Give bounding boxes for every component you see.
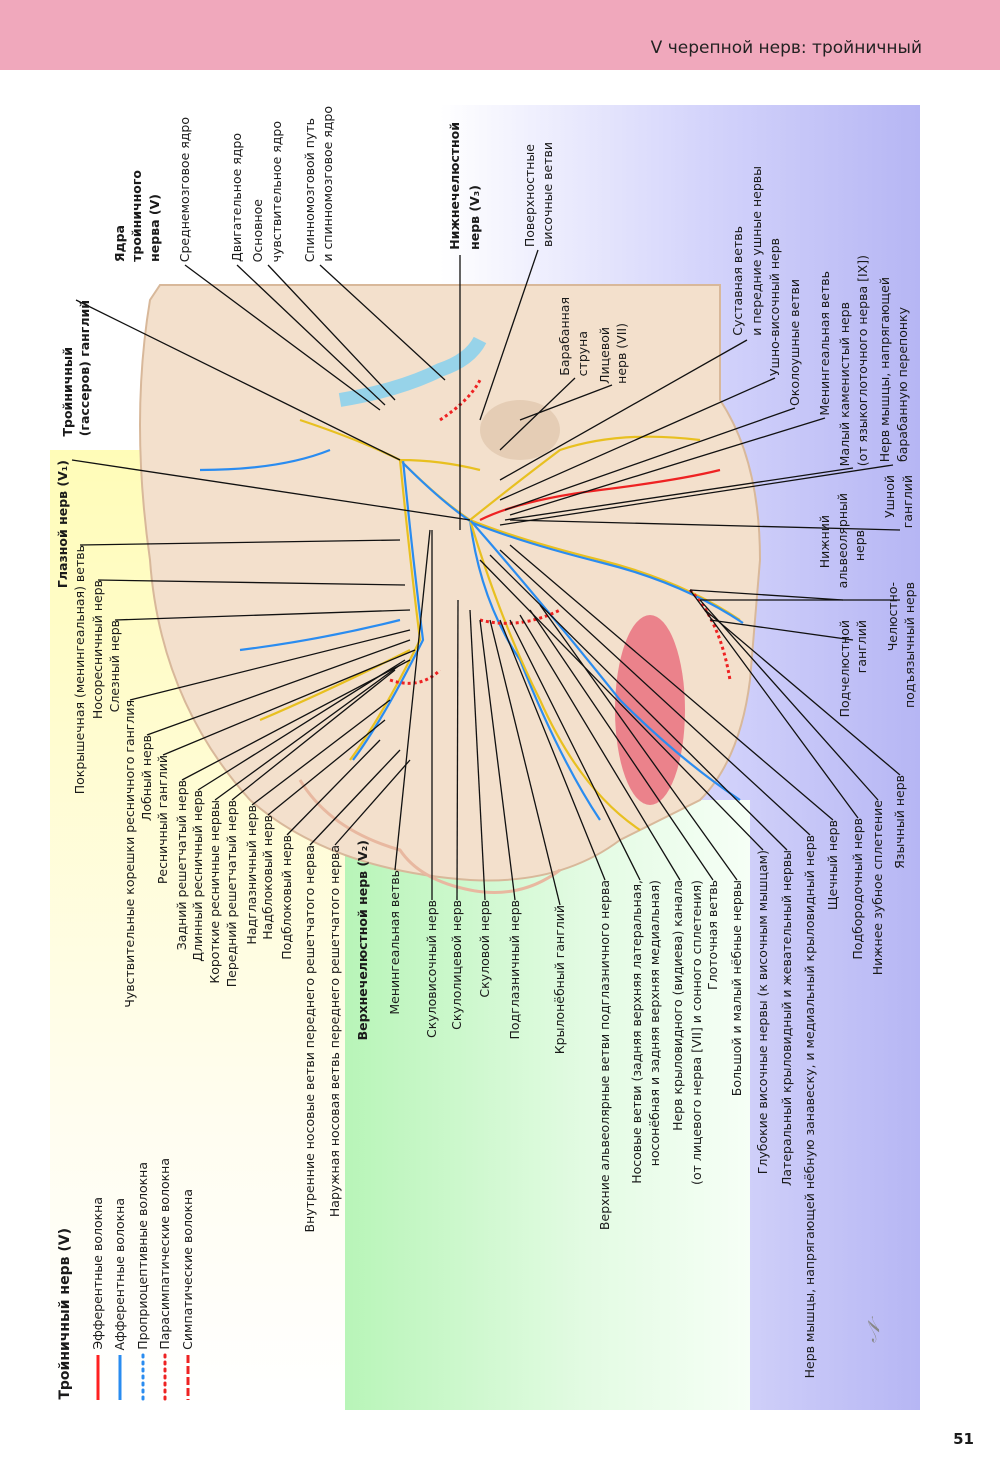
label: альвеолярный [835, 493, 850, 589]
label: Спинномозговой путь [302, 117, 317, 262]
mandibular-label: Нерв мышцы, напрягающей нёбную занавеску… [802, 835, 817, 1379]
maxillary-label: носонёбная и задняя верхняя медиальная) [647, 880, 662, 1167]
ganglion-title: (гассеров) ганглий [77, 299, 92, 436]
label: Ушной [882, 475, 897, 518]
label: Малый каменистый нерв [837, 301, 852, 466]
nuclei-title: нерва (V) [147, 194, 162, 262]
maxillary-title: Верхнечелюстной нерв (V₂) [355, 840, 370, 1041]
label: Челюстно- [885, 582, 900, 652]
ophthalmic-label: Чувствительные корешки ресничного гангли… [122, 700, 137, 1008]
label: Поверхностные [522, 143, 537, 247]
maxillary-label: Нерв крыловидного (видиева) канала [670, 880, 685, 1131]
maxillary-label: Носовые ветви (задняя верхняя латеральна… [629, 880, 644, 1184]
tongue [615, 615, 685, 805]
maxillary-label: Верхние альвеолярные ветви подглазничног… [597, 880, 612, 1231]
label: Основное [250, 198, 265, 262]
legend-item: Проприоцептивные волокна [135, 1162, 150, 1350]
label: и спинномозговое ядро [320, 106, 335, 262]
label: чувствительное ядро [269, 120, 284, 262]
maxillary-label: Большой и малый нёбные нервы [729, 880, 744, 1097]
maxillary-label: Скуловисочный нерв [424, 900, 439, 1039]
maxillary-label: Крылонёбный ганглий [552, 905, 567, 1055]
label: ганглий [900, 475, 915, 529]
ophthalmic-label: Длинный ресничный нерв [190, 790, 205, 962]
ophthalmic-title: Глазной нерв (V₁) [55, 460, 70, 589]
label: барабанную перепонку [895, 307, 910, 462]
mandibular-title: нерв (V₃) [467, 185, 482, 250]
legend-swatches [96, 1353, 190, 1402]
skull-shape [139, 284, 762, 882]
ophthalmic-label: Короткие ресничные нервы [207, 800, 222, 984]
label: Подчелюстной [837, 620, 852, 718]
label: Околоушные ветви [787, 278, 802, 406]
label: нерв [852, 530, 867, 562]
nuclei-title: тройничного [129, 170, 144, 262]
mandibular-title: Нижнечелюстной [447, 122, 462, 250]
legend-item: Парасимпатические волокна [157, 1158, 172, 1350]
ophthalmic-label: Внутренние носовые ветви переднего решет… [302, 845, 317, 1233]
label: Нижний [817, 515, 832, 569]
ophthalmic-label: Носоресничный нерв [90, 580, 105, 720]
label: струна [575, 330, 590, 376]
ophthalmic-label: Передний решетчатый нерв [224, 800, 239, 988]
label: Лицевой [597, 327, 612, 384]
label: (от языкоглоточного нерва [IX]) [855, 254, 870, 466]
ophthalmic-label: Наружная носовая ветвь переднего решетча… [327, 845, 342, 1218]
label: нерв (VII) [614, 323, 629, 384]
leader-lines [71, 249, 901, 906]
maxillary-label: Скуловой нерв [477, 900, 492, 998]
maxillary-region-background [345, 800, 750, 1410]
page-title: V черепной нерв: тройничный [650, 38, 922, 58]
page-number: 51 [953, 1430, 974, 1448]
label: Двигательное ядро [229, 132, 244, 262]
ophthalmic-label: Подблоковый нерв [279, 835, 294, 960]
legend-title: Тройничный нерв (V) [57, 1228, 73, 1400]
legend-item: Эфферентные волокна [90, 1197, 105, 1350]
label: Менингеальная ветвь [817, 271, 832, 416]
mandibular-label: Глубокие височные нервы (к височным мышц… [755, 850, 770, 1175]
mandibular-label: Нижнее зубное сплетение [870, 800, 885, 976]
label: височные ветви [540, 142, 555, 247]
maxillary-label: Менингеальная ветвь [387, 870, 402, 1015]
mandibular-label: Латеральный крыловидный и жевательный не… [779, 850, 794, 1186]
ophthalmic-label: Надблоковый нерв [260, 815, 275, 940]
maxillary-label: Глоточная ветвь [705, 880, 720, 990]
legend-item: Афферентные волокна [112, 1197, 127, 1350]
nerve-paths [199, 379, 744, 831]
label: Суставная ветвь [730, 226, 745, 336]
mandibular-lower-background [750, 800, 920, 1410]
ganglion-title: Тройничный [60, 346, 75, 437]
label: Нерв мышцы, напрягающей [877, 276, 892, 462]
maxillary-label: Скулолицевой нерв [449, 900, 464, 1030]
label: Ушно-височный нерв [767, 237, 782, 376]
label: Барабанная [557, 297, 572, 376]
label: и передние ушные нервы [749, 166, 764, 336]
ophthalmic-label: Покрышечная (менингеальная) ветвь [72, 545, 87, 795]
nuclei-title: Ядра [112, 224, 127, 262]
mandibular-label: Язычный нерв [892, 775, 907, 869]
mandibular-label: Подбородочный нерв [850, 818, 865, 960]
mandibular-label: Щечный нерв [825, 820, 840, 911]
label: подъязычный нерв [902, 582, 917, 709]
label: ганглий [854, 620, 869, 674]
page-header: V черепной нерв: тройничный [0, 0, 1000, 70]
legend-item: Симпатические волокна [180, 1189, 195, 1350]
ophthalmic-label: Слезный нерв [107, 620, 122, 713]
label: Среднемозговое ядро [177, 116, 192, 262]
maxillary-label: Подглазничный нерв [507, 900, 522, 1040]
ophthalmic-label: Ресничный ганглий [155, 755, 170, 885]
